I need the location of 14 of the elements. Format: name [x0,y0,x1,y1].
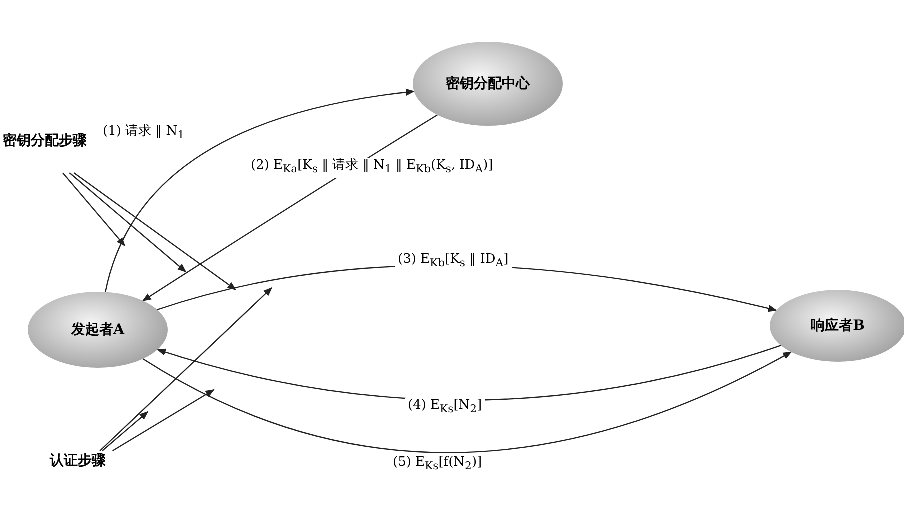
leader-arrow [62,172,126,247]
leader-arrow [74,172,237,291]
node-text: 发起者A [72,321,124,339]
leader-arrow [102,411,149,452]
arrow [142,114,438,302]
step-label: 认证步骤 [48,452,107,470]
leader-arrow [112,389,215,452]
node-text: 密钥分配中心 [446,75,530,93]
arrow [105,89,416,292]
leader-arrow [69,172,187,273]
leader-arrow [100,287,273,452]
node-text: 响应者B [811,317,865,335]
arrow [142,352,792,454]
step-label: 密钥分配步骤 [2,132,88,150]
